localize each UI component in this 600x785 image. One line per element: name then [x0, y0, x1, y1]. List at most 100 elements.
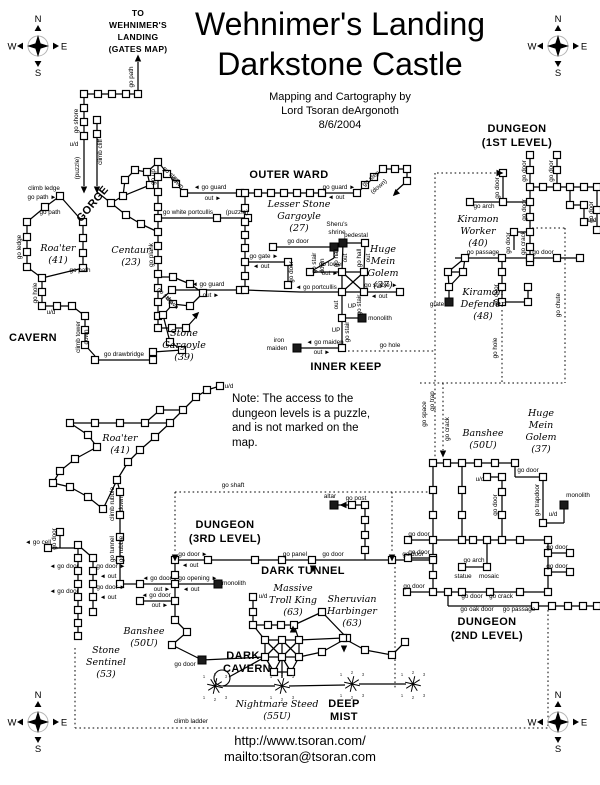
- creature-label: Nightmare Steed: [235, 699, 319, 710]
- room: [457, 458, 467, 468]
- room: [37, 273, 47, 283]
- room: [55, 466, 65, 476]
- svg-text:3: 3: [362, 672, 365, 677]
- direction-arrow: [439, 450, 447, 458]
- nav-label: go tunnel: [109, 536, 116, 562]
- corridor: [152, 349, 183, 353]
- nav-label: go shaft: [222, 482, 245, 489]
- room: [473, 458, 483, 468]
- room: [538, 518, 548, 528]
- room: [73, 553, 83, 563]
- room: [458, 267, 468, 277]
- room: [498, 197, 508, 207]
- room: [337, 343, 347, 353]
- creature-label: Defender: [460, 299, 507, 310]
- special-room: [213, 579, 223, 589]
- creature-label: Gargoyle: [277, 211, 321, 222]
- room: [80, 340, 90, 350]
- room: [276, 620, 286, 630]
- creature-label: Kiramon: [456, 214, 498, 225]
- region-label: DARK: [226, 650, 259, 662]
- nav-label: go panel: [283, 551, 307, 558]
- room: [403, 535, 413, 545]
- room: [167, 640, 177, 650]
- nav-label: go door: [548, 160, 555, 181]
- room: [153, 241, 163, 251]
- room: [145, 180, 155, 190]
- room: [360, 238, 370, 248]
- special-room: [329, 500, 339, 510]
- nav-label: ◄ go guard: [194, 184, 227, 191]
- room: [112, 475, 122, 485]
- room: [133, 89, 143, 99]
- svg-text:2: 2: [281, 672, 284, 677]
- room: [497, 267, 507, 277]
- nav-label: u/d: [259, 593, 268, 600]
- nav-label: climb ledge: [28, 185, 60, 192]
- page-title: Wehnimer's Landing: [194, 6, 486, 42]
- direction-arrow: [392, 188, 401, 197]
- creature-label: (53): [96, 669, 116, 680]
- room: [468, 535, 478, 545]
- room: [277, 635, 287, 645]
- room: [170, 570, 180, 580]
- room: [240, 257, 250, 267]
- region-label: (3RD LEVEL): [189, 533, 261, 545]
- room: [497, 297, 507, 307]
- room: [115, 555, 125, 565]
- room: [135, 579, 145, 589]
- room: [490, 458, 500, 468]
- room: [92, 129, 102, 139]
- nav-label: climb tower: [75, 321, 82, 353]
- creature-label: (50U): [469, 440, 497, 451]
- room: [78, 248, 88, 258]
- nav-label: go passage: [503, 606, 536, 613]
- nav-label: out: [333, 300, 340, 309]
- special-room: [357, 313, 367, 323]
- creature-label: Centaur: [111, 245, 152, 256]
- room: [428, 570, 438, 580]
- creature-label: Troll King: [269, 595, 317, 606]
- room: [578, 601, 588, 611]
- corridor: [59, 195, 84, 223]
- nav-label: go path ►: [28, 194, 57, 201]
- creature-label: Roa'ter: [101, 433, 139, 444]
- room: [592, 601, 600, 611]
- compass-letter: E: [581, 42, 587, 53]
- room: [575, 253, 585, 263]
- nav-label: out ►: [154, 586, 171, 593]
- nav-label: ◄ go door: [141, 592, 170, 599]
- room: [185, 279, 195, 289]
- room: [525, 212, 535, 222]
- note-line: Note: The access to the: [232, 393, 354, 405]
- room: [67, 301, 77, 311]
- room: [543, 567, 553, 577]
- nav-label: go drawbridge: [104, 351, 144, 358]
- room: [78, 263, 88, 273]
- nav-label: down: [83, 329, 90, 345]
- room: [360, 515, 370, 525]
- gates-link-line: WEHNIMER'S: [109, 20, 167, 30]
- direction-arrow: [93, 186, 101, 194]
- room: [465, 197, 475, 207]
- room: [79, 117, 89, 127]
- room: [387, 650, 397, 660]
- nav-label: go door: [408, 549, 429, 556]
- creature-label: Harbinger: [326, 606, 378, 617]
- nav-label: ◄ out: [183, 586, 200, 593]
- room: [73, 579, 83, 589]
- room: [153, 269, 163, 279]
- room: [80, 311, 90, 321]
- nav-label: out ►: [205, 195, 222, 202]
- creature-label: Stone: [170, 328, 198, 339]
- region-label: CAVERN: [223, 663, 271, 675]
- room: [428, 555, 438, 565]
- nav-label: ◄ go cell: [25, 539, 51, 546]
- room: [565, 548, 575, 558]
- nav-label: go crack: [489, 593, 514, 600]
- room: [177, 345, 187, 355]
- nav-label: go door ►: [96, 563, 125, 570]
